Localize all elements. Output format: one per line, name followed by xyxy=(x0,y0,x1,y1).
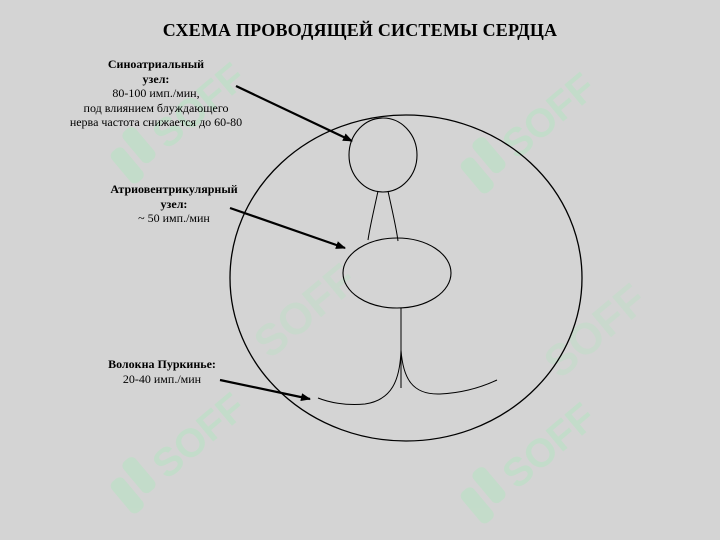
sinoatrial-note-2: нерва частота снижается до 60-80 xyxy=(69,115,243,129)
sinoatrial-rate: 80-100 имп./мин, xyxy=(112,86,200,100)
purkinje-arrow xyxy=(219,378,311,402)
purkinje-head: Волокна Пуркинье: xyxy=(108,357,216,371)
sinoatrial-head2: узел: xyxy=(142,71,170,86)
atrioventricular-node xyxy=(342,237,452,309)
sinoatrial-node xyxy=(348,117,418,193)
sinoatrial-arrow xyxy=(235,85,353,142)
purkinje-label: Волокна Пуркинье: 20-40 имп./мин xyxy=(90,357,234,386)
heart-outline xyxy=(229,114,583,442)
atrioventricular-head: Атриовентрикулярный xyxy=(110,182,238,196)
sinoatrial-note-1: под влиянием блуждающего xyxy=(83,100,229,115)
internodal-tract-left xyxy=(367,190,379,241)
atrioventricular-rate: ~ 50 имп./мин xyxy=(138,211,210,225)
purkinje-fiber-left xyxy=(317,349,402,405)
sinoatrial-head: Синоатриальный xyxy=(107,57,205,71)
purkinje-rate: 20-40 имп./мин xyxy=(122,371,202,386)
sinoatrial-label: Синоатриальный узел: 80-100 имп./мин, по… xyxy=(40,57,272,130)
purkinje-fiber-right xyxy=(400,349,498,395)
atrioventricular-label: Атриовентрикулярный узел: ~ 50 имп./мин xyxy=(92,182,256,226)
atrioventricular-head2: узел: xyxy=(160,196,188,211)
internodal-tract-right xyxy=(387,190,399,242)
diagram-title: СХЕМА ПРОВОДЯЩЕЙ СИСТЕМЫ СЕРДЦА xyxy=(162,20,558,40)
atrioventricular-arrow xyxy=(229,206,346,250)
